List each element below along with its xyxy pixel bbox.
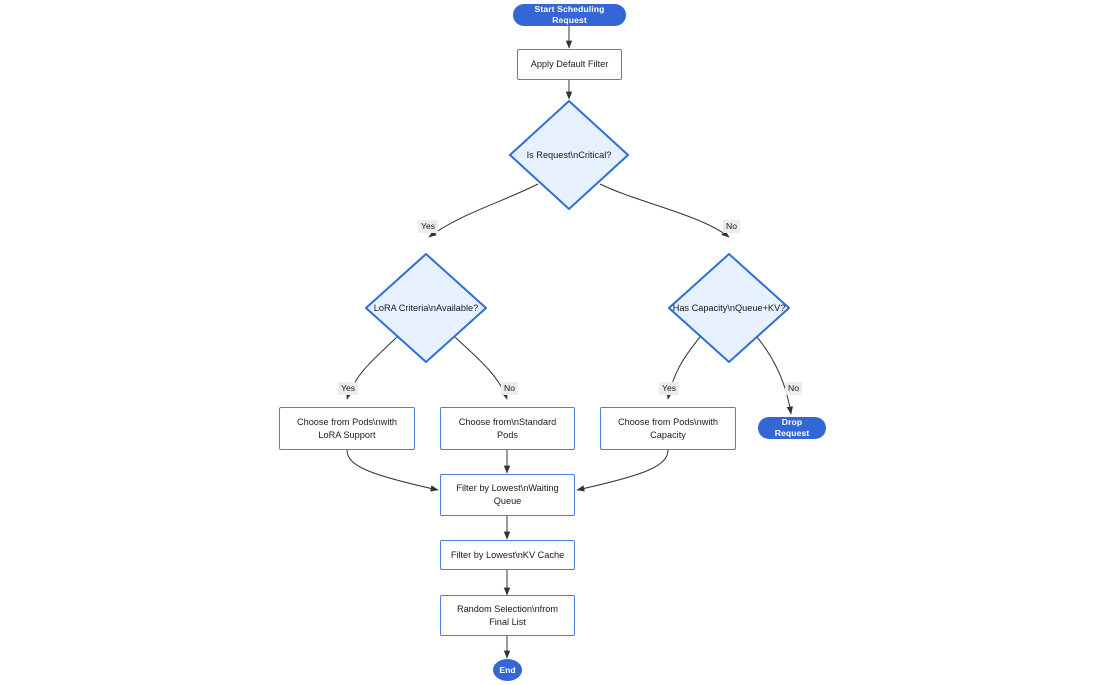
node-random-selection-line1: Random Selection\nfrom: [456, 603, 559, 614]
edge-label-critical-yes-text: Yes: [421, 221, 436, 231]
node-filter-waiting-queue-line2: Queue: [493, 496, 522, 506]
node-filter-waiting-queue-line1: Filter by Lowest\nWaiting: [456, 483, 559, 493]
node-choose-standard-pods[interactable]: Choose from\nStandard Pods: [440, 407, 575, 450]
node-has-capacity-label: Has Capacity\nQueue+KV?: [672, 303, 786, 313]
decision-diamond-shape: [668, 253, 790, 363]
node-choose-capacity-pods-line1: Choose from Pods\nwith: [617, 416, 719, 427]
node-filter-kv-cache[interactable]: Filter by Lowest\nKV Cache: [440, 540, 575, 570]
node-choose-lora-pods-line2: LoRA Support: [318, 429, 376, 440]
edge-label-lora-yes: Yes: [338, 382, 359, 395]
edge-label-critical-no: No: [723, 220, 740, 233]
node-apply-default-filter[interactable]: Apply Default Filter: [517, 49, 622, 80]
edge-label-capacity-yes: Yes: [659, 382, 680, 395]
edge-label-lora-yes-text: Yes: [341, 383, 356, 393]
node-is-request-critical[interactable]: Is Request\nCritical?: [509, 100, 629, 210]
node-has-capacity[interactable]: Has Capacity\nQueue+KV?: [668, 253, 790, 363]
node-lora-criteria-available[interactable]: LoRA Criteria\nAvailable?: [365, 253, 487, 363]
decision-diamond-shape: [509, 100, 629, 210]
node-filter-waiting-queue[interactable]: Filter by Lowest\nWaiting Queue: [440, 474, 575, 516]
node-random-selection[interactable]: Random Selection\nfrom Final List: [440, 595, 575, 636]
node-drop-request-label: Drop Request: [774, 417, 810, 438]
node-apply-default-filter-label: Apply Default Filter: [530, 59, 609, 69]
edge-choose-capacity-to-filter-queue: [576, 449, 669, 492]
node-start[interactable]: Start Scheduling Request: [513, 4, 626, 26]
node-end-label: End: [499, 664, 516, 675]
node-filter-kv-cache-label: Filter by Lowest\nKV Cache: [450, 549, 565, 560]
node-start-label: Start Scheduling Request: [534, 4, 605, 25]
node-random-selection-line2: Final List: [489, 616, 526, 627]
node-choose-lora-pods[interactable]: Choose from Pods\nwith LoRA Support: [279, 407, 415, 450]
node-choose-capacity-pods[interactable]: Choose from Pods\nwith Capacity: [600, 407, 736, 450]
node-choose-standard-pods-line2: Pods: [497, 429, 518, 440]
node-choose-capacity-pods-line2: Capacity: [650, 429, 686, 440]
node-end[interactable]: End: [493, 659, 522, 681]
edge-label-capacity-no: No: [785, 382, 802, 395]
node-choose-standard-pods-line1: Choose from\nStandard: [458, 416, 557, 427]
edge-choose-lora-to-filter-queue: [346, 449, 439, 492]
decision-diamond-shape: [365, 253, 487, 363]
edge-label-capacity-no-text: No: [788, 383, 799, 393]
edge-label-critical-no-text: No: [726, 221, 737, 231]
edge-label-capacity-yes-text: Yes: [662, 383, 677, 393]
node-choose-lora-pods-line1: Choose from Pods\nwith: [296, 416, 398, 427]
node-is-request-critical-label: Is Request\nCritical?: [526, 150, 612, 160]
edge-label-lora-no-text: No: [504, 383, 515, 393]
edge-label-critical-yes: Yes: [418, 220, 439, 233]
node-lora-criteria-available-label: LoRA Criteria\nAvailable?: [373, 303, 479, 313]
edge-label-lora-no: No: [501, 382, 518, 395]
node-drop-request[interactable]: Drop Request: [758, 417, 826, 439]
